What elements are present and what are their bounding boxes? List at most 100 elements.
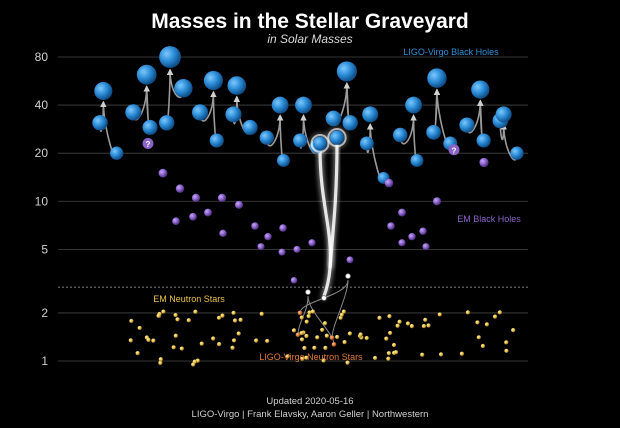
ligo-neutron-star-remnant: [345, 273, 351, 279]
unknown-marker-label: ?: [146, 140, 151, 149]
em-neutron-star-point: [158, 357, 163, 362]
legend-em-black-holes: EM Black Holes: [457, 214, 521, 224]
em-neutron-star-point: [341, 309, 346, 314]
em-neutron-star-point: [156, 313, 161, 318]
ns-merger-arrow: [307, 296, 335, 345]
em-neutron-star-point: [321, 358, 326, 363]
em-neutron-star-point: [391, 342, 397, 348]
ligo-black-hole-point: [159, 115, 175, 131]
em-black-hole-point: [279, 224, 287, 232]
em-neutron-star-point: [437, 312, 442, 317]
em-black-hole-point: [217, 193, 227, 202]
ligo-black-hole-point: [405, 96, 422, 114]
em-black-hole-point: [419, 227, 427, 235]
y-tick-label: 5: [41, 242, 48, 256]
em-neutron-star-point: [232, 318, 238, 323]
ligo-neutron-star-point: [297, 310, 303, 316]
em-neutron-star-point: [386, 351, 392, 356]
em-neutron-star-point: [484, 322, 490, 327]
ligo-black-hole-point: [313, 136, 327, 151]
ligo-neutron-star-point: [295, 332, 301, 338]
em-neutron-star-point: [254, 338, 259, 343]
em-neutron-star-point: [216, 315, 222, 320]
em-neutron-star-point: [151, 338, 156, 343]
em-neutron-star-point: [395, 323, 400, 328]
em-neutron-star-point: [459, 351, 465, 356]
em-neutron-star-point: [304, 355, 309, 360]
y-tick-label: 40: [35, 98, 49, 112]
em-neutron-star-point: [199, 341, 204, 346]
em-neutron-star-point: [364, 335, 369, 341]
em-neutron-star-point: [232, 338, 237, 343]
em-neutron-star-point: [358, 332, 363, 337]
em-black-hole-point: [251, 222, 259, 230]
em-black-hole-point: [257, 243, 265, 251]
em-neutron-star-point: [315, 335, 320, 340]
em-neutron-star-point: [179, 346, 184, 351]
em-neutron-star-point: [504, 348, 509, 353]
em-black-hole-point: [158, 168, 168, 178]
ns-merger-arrow: [297, 296, 309, 335]
y-tick-label: 2: [41, 306, 48, 320]
em-black-hole-point: [308, 239, 316, 247]
ligo-black-hole-point: [329, 130, 345, 145]
ligo-black-hole-point: [125, 104, 142, 121]
em-neutron-star-point: [504, 340, 509, 345]
em-neutron-star-point: [405, 321, 411, 326]
ligo-black-hole-point: [92, 115, 108, 131]
ligo-black-hole-point: [159, 46, 181, 68]
ligo-black-hole-point: [225, 106, 242, 123]
em-neutron-star-point: [320, 327, 325, 332]
em-neutron-star-point: [236, 331, 241, 336]
em-black-hole-point: [172, 217, 180, 226]
em-black-hole-point: [479, 157, 489, 168]
em-black-hole-point: [422, 243, 430, 251]
em-neutron-star-point: [217, 342, 222, 347]
ligo-black-hole-point: [362, 106, 379, 123]
chart-subtitle: in Solar Masses: [267, 32, 352, 46]
em-black-hole-point: [432, 197, 442, 206]
em-neutron-star-point: [128, 338, 133, 343]
em-neutron-star-point: [135, 351, 140, 356]
ligo-black-hole-point: [336, 61, 357, 82]
em-neutron-star-point: [304, 333, 309, 339]
data-points: ??: [92, 46, 524, 367]
em-neutron-star-point: [426, 323, 431, 328]
ligo-black-hole-point: [426, 125, 441, 140]
em-neutron-star-point: [307, 310, 312, 315]
em-neutron-star-point: [480, 343, 486, 349]
em-neutron-star-point: [259, 311, 264, 316]
em-neutron-star-point: [146, 337, 151, 342]
em-neutron-star-point: [339, 312, 344, 317]
em-black-hole-point: [175, 184, 185, 193]
highlight-ring: [310, 134, 330, 153]
legend-ligo-neutron-stars: LIGO-Virgo Neutron Stars: [259, 352, 363, 362]
ligo-black-hole-point: [227, 76, 247, 95]
em-neutron-star-point: [129, 318, 134, 324]
ligo-black-hole-point: [110, 146, 124, 160]
grid-lines: [58, 56, 528, 362]
em-neutron-star-point: [384, 336, 389, 341]
em-neutron-star-point: [312, 345, 317, 350]
em-black-hole-point: [278, 248, 286, 256]
em-neutron-star-point: [291, 328, 297, 333]
em-neutron-star-point: [193, 309, 198, 314]
ligo-black-hole-point: [476, 133, 491, 148]
em-neutron-star-point: [497, 310, 502, 315]
em-neutron-star-point: [476, 335, 481, 340]
em-neutron-star-point: [231, 310, 236, 315]
ligo-black-hole-point: [259, 130, 274, 145]
legend-ligo-black-holes: LIGO-Virgo Black Holes: [403, 47, 499, 57]
em-neutron-star-point: [299, 330, 304, 336]
em-neutron-star-point: [323, 345, 328, 350]
highlight-companion: [321, 295, 327, 301]
ligo-neutron-star-point: [329, 335, 335, 340]
em-neutron-star-point: [211, 336, 216, 341]
em-neutron-star-point: [304, 319, 309, 324]
updated-date: Updated 2020-05-16: [266, 396, 353, 407]
ligo-black-hole-point: [471, 80, 490, 99]
credits: LIGO-Virgo | Frank Elavsky, Aaron Geller…: [192, 409, 429, 420]
ligo-black-hole-point: [325, 110, 342, 127]
